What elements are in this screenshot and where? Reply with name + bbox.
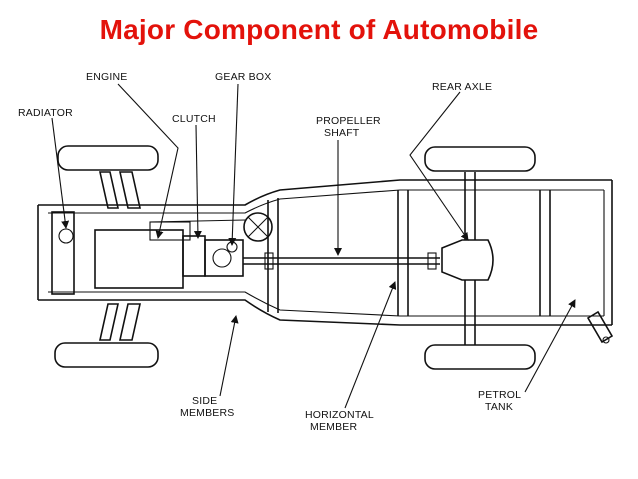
front-axle-link-bottom — [99, 303, 119, 341]
label-member: MEMBER — [310, 421, 358, 433]
label-horizontal: HORIZONTAL — [305, 409, 374, 421]
rear-wheel-bottom — [424, 344, 536, 370]
label-clutch: CLUTCH — [172, 113, 216, 125]
clutch-housing — [182, 235, 206, 277]
radiator — [51, 211, 75, 295]
label-shaft: SHAFT — [324, 127, 360, 139]
label-tank: TANK — [485, 401, 513, 413]
rear-wheel-top — [424, 146, 536, 172]
label-engine: ENGINE — [86, 71, 127, 83]
label-radiator: RADIATOR — [18, 107, 73, 119]
petrol-tank-filler — [586, 310, 614, 344]
front-wheel-bottom — [54, 342, 159, 368]
label-members: MEMBERS — [180, 407, 235, 419]
label-rear-axle: REAR AXLE — [432, 81, 492, 93]
label-petrol: PETROL — [478, 389, 521, 401]
label-gear-box: GEAR BOX — [215, 71, 271, 83]
side-member-top — [38, 179, 612, 206]
page-title: Major Component of Automobile — [99, 14, 539, 45]
label-side: SIDE — [192, 395, 217, 407]
front-axle-link-top — [99, 171, 119, 209]
side-member-bottom — [38, 299, 612, 326]
front-wheel-top — [57, 145, 159, 171]
engine — [94, 229, 184, 289]
rear-axle-differential — [441, 239, 494, 281]
steering-wheel — [243, 212, 273, 242]
label-propeller: PROPELLER — [316, 115, 381, 127]
